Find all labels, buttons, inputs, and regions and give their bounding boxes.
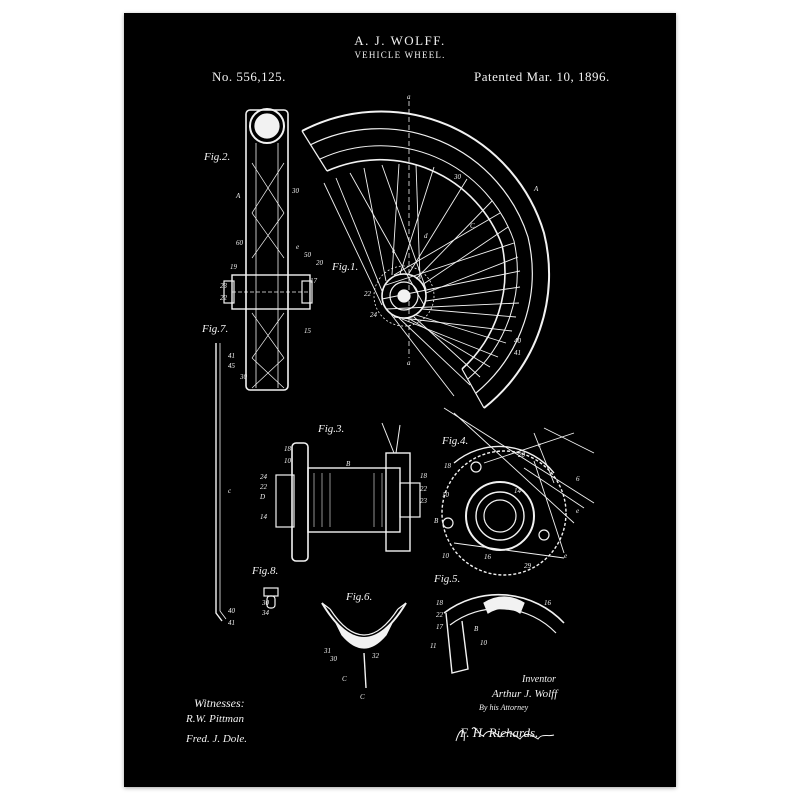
patent-subtitle: VEHICLE WHEEL. — [354, 50, 446, 60]
svg-text:18: 18 — [444, 462, 452, 470]
patent-title: A. J. WOLFF. — [354, 33, 446, 48]
svg-text:16: 16 — [544, 599, 552, 607]
svg-text:e: e — [564, 552, 567, 560]
svg-text:20: 20 — [518, 451, 526, 459]
svg-text:a: a — [407, 359, 411, 367]
fig8-bolt-drawing — [263, 587, 279, 609]
svg-text:20: 20 — [316, 259, 324, 267]
svg-text:19: 19 — [230, 263, 238, 271]
fig5-label: Fig.5. — [434, 573, 461, 585]
svg-text:10: 10 — [284, 457, 292, 465]
witnesses-label: Witnesses: — [194, 696, 245, 710]
svg-text:14: 14 — [260, 513, 268, 521]
svg-text:a: a — [407, 93, 411, 101]
svg-text:11: 11 — [430, 642, 436, 650]
svg-text:22: 22 — [220, 294, 228, 302]
svg-text:30: 30 — [329, 655, 338, 663]
fig2-label: Fig.2. — [204, 151, 231, 163]
svg-text:18: 18 — [420, 472, 428, 480]
svg-text:34: 34 — [261, 609, 270, 617]
svg-text:e: e — [296, 243, 299, 251]
fig1-label: Fig.1. — [332, 261, 359, 273]
fig6-rim-cross-section-drawing — [321, 602, 407, 689]
svg-text:e: e — [392, 247, 395, 255]
svg-text:29: 29 — [524, 562, 532, 570]
fig2-section-drawing — [215, 108, 313, 622]
svg-text:B: B — [346, 460, 351, 468]
patent-date: Patented Mar. 10, 1896. — [474, 69, 610, 84]
svg-text:B: B — [474, 625, 479, 633]
attorney-label: By his Attorney — [479, 703, 529, 712]
svg-text:c: c — [228, 487, 232, 495]
svg-text:e: e — [538, 441, 541, 449]
fig5-rim-section-drawing — [443, 593, 565, 674]
svg-text:22: 22 — [420, 485, 428, 493]
svg-text:22: 22 — [260, 483, 268, 491]
svg-text:10: 10 — [442, 491, 450, 499]
svg-text:22: 22 — [436, 611, 444, 619]
fig6-label: Fig.6. — [346, 591, 373, 603]
fig3-hub-drawing — [275, 422, 421, 562]
svg-text:31: 31 — [323, 647, 331, 655]
fig1-wheel-drawing — [301, 101, 595, 524]
svg-text:17: 17 — [436, 623, 444, 631]
svg-text:A: A — [533, 185, 539, 193]
svg-text:60: 60 — [236, 239, 244, 247]
svg-text:40: 40 — [228, 607, 236, 615]
svg-text:B: B — [434, 517, 439, 525]
svg-text:30: 30 — [453, 173, 462, 181]
svg-text:10: 10 — [442, 552, 450, 560]
witness-1-signature: R.W. Pittman — [186, 713, 244, 725]
attorney-signature: F. H. Richards. — [460, 725, 539, 740]
svg-text:C: C — [360, 693, 365, 701]
fig7-label: Fig.7. — [202, 323, 229, 335]
svg-text:30: 30 — [239, 373, 248, 381]
svg-text:24: 24 — [260, 473, 268, 481]
svg-text:41: 41 — [228, 619, 235, 627]
patent-poster: a a A C d e 22 24 30 40 41 30 A 60 19 23… — [124, 13, 676, 787]
svg-text:17: 17 — [310, 277, 318, 285]
svg-text:14: 14 — [514, 487, 522, 495]
svg-text:C: C — [470, 222, 475, 230]
witness-2-signature: Fred. J. Dole. — [186, 733, 247, 745]
svg-text:22: 22 — [364, 290, 372, 298]
svg-text:41: 41 — [228, 352, 235, 360]
svg-text:D: D — [259, 493, 265, 501]
svg-text:A: A — [235, 192, 241, 200]
svg-text:C: C — [342, 675, 347, 683]
patent-drawing: a a A C d e 22 24 30 40 41 30 A 60 19 23… — [215, 93, 595, 742]
svg-text:50: 50 — [304, 251, 312, 259]
svg-text:18: 18 — [284, 445, 292, 453]
svg-text:23: 23 — [220, 282, 228, 290]
fig3-label: Fig.3. — [318, 423, 345, 435]
svg-text:24: 24 — [370, 311, 378, 319]
fig4-label: Fig.4. — [442, 435, 469, 447]
svg-text:d: d — [424, 232, 428, 240]
svg-text:6: 6 — [576, 475, 580, 483]
svg-text:30: 30 — [291, 187, 300, 195]
svg-text:18: 18 — [436, 599, 444, 607]
svg-text:15: 15 — [304, 327, 312, 335]
svg-text:16: 16 — [484, 553, 492, 561]
svg-text:40: 40 — [514, 337, 522, 345]
svg-text:30: 30 — [261, 599, 270, 607]
svg-text:23: 23 — [420, 497, 428, 505]
svg-text:45: 45 — [228, 362, 236, 370]
svg-text:e: e — [576, 507, 579, 515]
svg-text:41: 41 — [514, 349, 521, 357]
inventor-label: Inventor — [522, 674, 556, 685]
patent-number: No. 556,125. — [212, 69, 286, 84]
inventor-signature: Arthur J. Wolff — [492, 688, 558, 700]
svg-text:32: 32 — [371, 652, 380, 660]
fig8-label: Fig.8. — [252, 565, 279, 577]
fig4-hub-end-drawing — [441, 432, 585, 576]
svg-text:10: 10 — [480, 639, 488, 647]
